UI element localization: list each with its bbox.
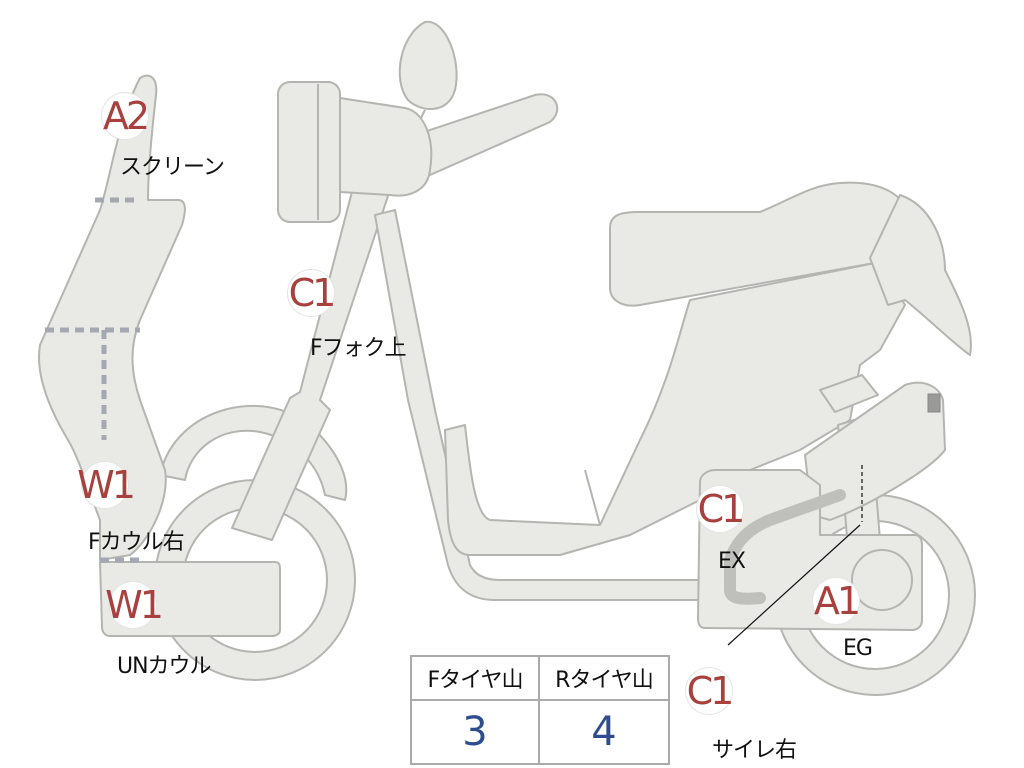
marker-engine: A1 — [813, 578, 861, 624]
label-fork-upper: Fフォク上 — [310, 336, 407, 361]
label-screen: スクリーン — [120, 155, 225, 180]
label-front-cowl: Fカウル右 — [88, 530, 185, 555]
front-tire-tread-value: 3 — [412, 701, 540, 763]
label-under-cowl: UNカウル — [117, 654, 212, 679]
handlebar — [399, 93, 559, 176]
tire-tread-table: Fタイヤ山 Rタイヤ山 3 4 — [410, 655, 670, 765]
mirror — [398, 20, 458, 110]
label-engine: EG — [843, 636, 873, 661]
muffler-leader-line — [727, 524, 861, 646]
rear-shock — [819, 374, 879, 413]
marker-fork-upper: C1 — [288, 270, 336, 316]
front-fork — [231, 179, 391, 541]
marker-front-cowl: W1 — [77, 462, 136, 508]
rear-cowl — [869, 194, 972, 356]
rear-tire-tread-header: Rタイヤ山 — [540, 657, 668, 701]
front-tire-tread-header: Fタイヤ山 — [412, 657, 540, 701]
seat — [609, 181, 910, 307]
marker-muffler: C1 — [686, 668, 734, 714]
marker-exhaust: C1 — [697, 486, 745, 532]
exhaust-pipe — [724, 489, 846, 605]
front-cowl — [38, 74, 186, 561]
headlight — [277, 81, 341, 223]
floorboard-body — [444, 261, 906, 556]
rear-tire-tread-value: 4 — [591, 709, 617, 755]
panel-seam-dotted — [45, 197, 140, 563]
label-muffler: サイレ右 — [712, 738, 797, 763]
headlight-housing — [339, 97, 433, 197]
marker-under-cowl: W1 — [105, 582, 164, 628]
marker-screen: A2 — [102, 93, 150, 139]
air-box — [804, 381, 946, 521]
label-exhaust: EX — [718, 549, 746, 574]
